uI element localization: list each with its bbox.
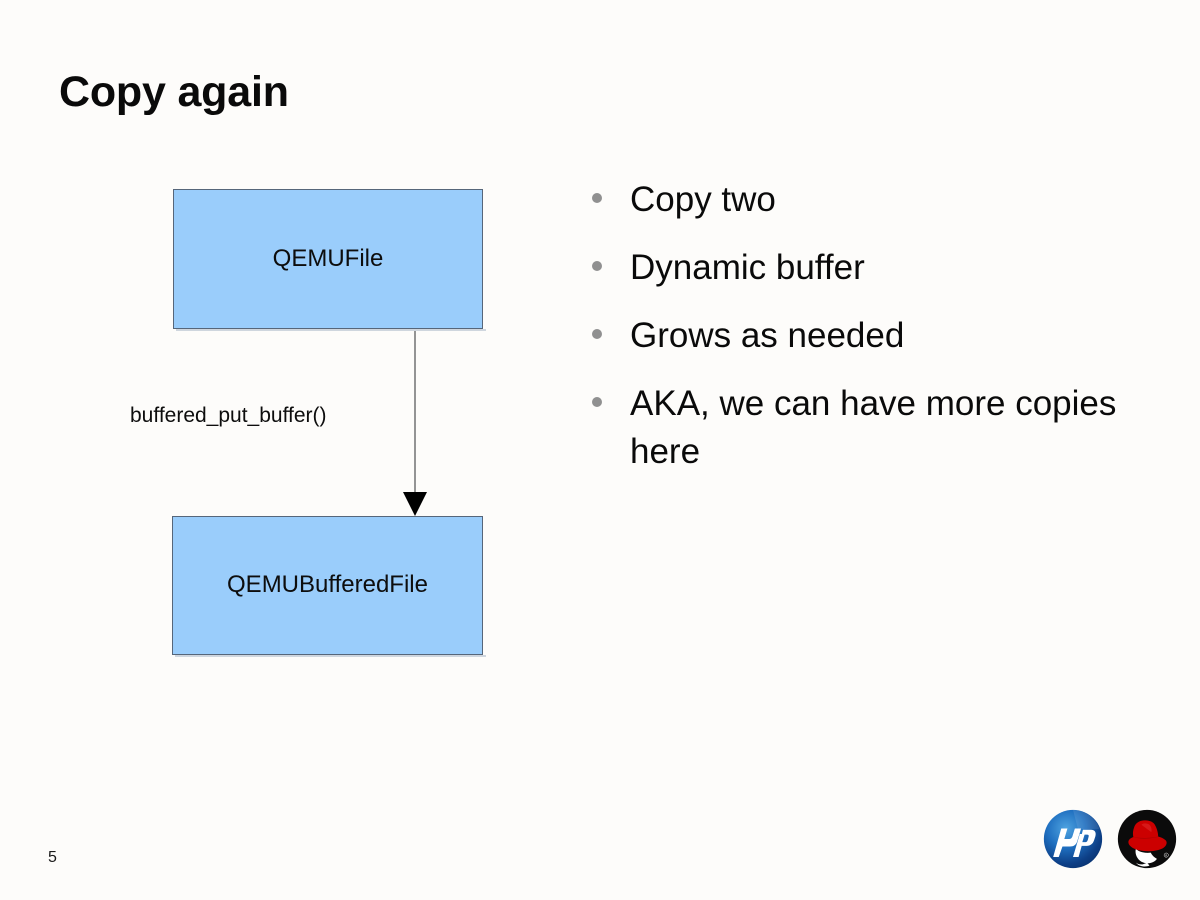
bullet-dot-icon	[592, 193, 602, 203]
page-title: Copy again	[59, 68, 289, 116]
node-qemufile[interactable]: QEMUFile	[173, 189, 483, 329]
node-qemubufferedfile[interactable]: QEMUBufferedFile	[172, 516, 483, 655]
list-item: Copy two	[592, 176, 1132, 224]
bullet-dot-icon	[592, 261, 602, 271]
edge-qemufile-to-qemubufferedfile	[403, 330, 427, 516]
list-item: AKA, we can have more copies here	[592, 380, 1132, 476]
node-qemufile-shadow	[176, 329, 486, 331]
page-number: 5	[48, 849, 57, 866]
bullet-text: Dynamic buffer	[630, 248, 865, 287]
bullet-dot-icon	[592, 329, 602, 339]
diagram: QEMUFile buffered_put_buffer() QEMUBuffe…	[0, 0, 560, 900]
list-item: Dynamic buffer	[592, 244, 1132, 292]
arrowhead-icon	[403, 492, 427, 516]
node-qemubufferedfile-label: QEMUBufferedFile	[227, 571, 428, 599]
svg-text:R: R	[1165, 854, 1167, 857]
bullet-text: Grows as needed	[630, 316, 905, 355]
edge-label-buffered-put-buffer: buffered_put_buffer()	[130, 404, 327, 427]
red-hat-logo: R	[1117, 809, 1177, 869]
bullet-text: Copy two	[630, 180, 776, 219]
bullet-dot-icon	[592, 397, 602, 407]
logo-group: R	[1042, 808, 1178, 870]
bullet-list: Copy two Dynamic buffer Grows as needed …	[592, 176, 1132, 496]
hp-logo	[1043, 809, 1103, 869]
list-item: Grows as needed	[592, 312, 1132, 360]
node-qemubufferedfile-shadow	[175, 655, 486, 657]
node-qemufile-label: QEMUFile	[272, 244, 384, 272]
bullet-text: AKA, we can have more copies here	[630, 384, 1117, 471]
